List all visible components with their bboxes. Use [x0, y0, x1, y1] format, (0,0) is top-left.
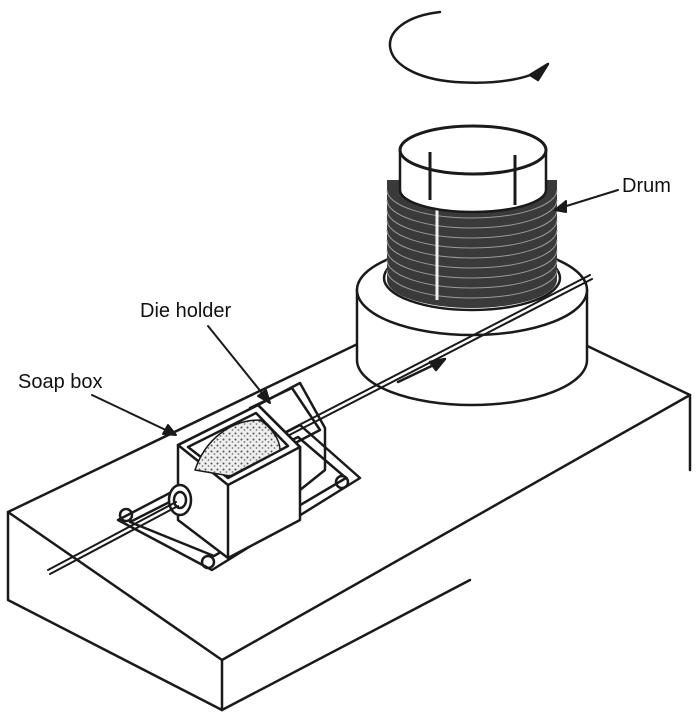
rotation-arrow-icon [388, 10, 550, 84]
soap-box [167, 403, 302, 560]
leader-lines [91, 189, 619, 436]
soap-box-leader-line [91, 394, 171, 433]
soap-box-label: Soap box [18, 371, 103, 393]
drum-label: Drum [622, 175, 671, 197]
die-holder-leader-line [207, 325, 267, 399]
die-holder-label: Die holder [140, 300, 232, 322]
incoming-wire [47, 501, 179, 575]
drum-leader-line [559, 189, 619, 209]
wire-direction-arrow-icon [396, 357, 447, 384]
drum [386, 124, 558, 308]
